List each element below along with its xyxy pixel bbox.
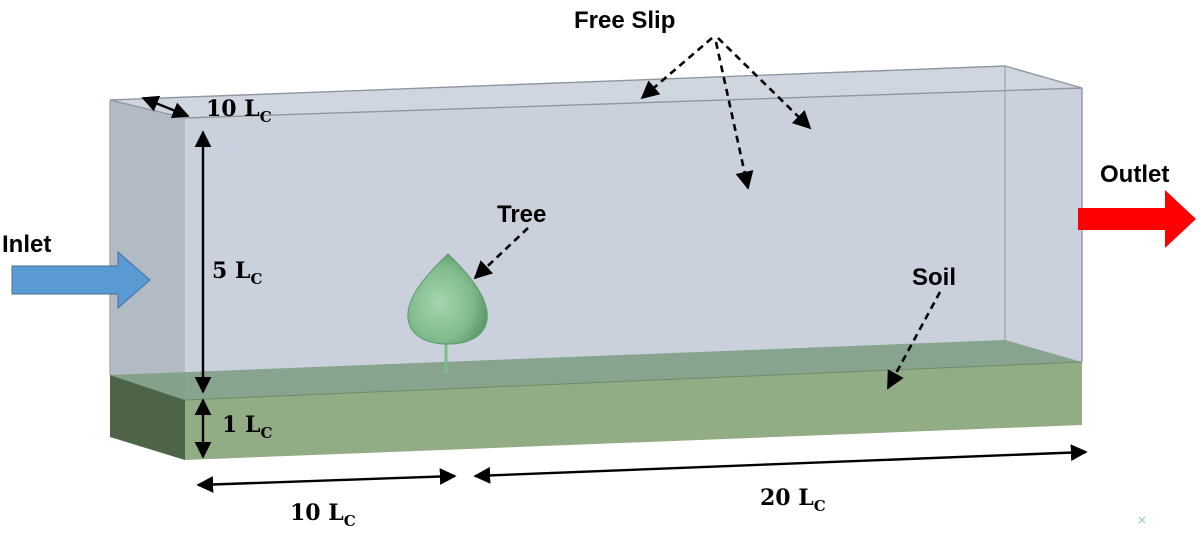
inlet-label: Inlet bbox=[2, 231, 51, 258]
soil-pointer bbox=[886, 291, 942, 390]
soil-label: Soil bbox=[912, 264, 956, 291]
tree-label: Tree bbox=[497, 201, 546, 228]
tree-pointer bbox=[473, 227, 529, 280]
tree-model bbox=[407, 253, 488, 374]
tree-canopy bbox=[407, 253, 488, 345]
inlet-arrow bbox=[11, 250, 151, 310]
soil-side-face bbox=[110, 375, 185, 460]
upstream-length-dimension-label: 10 LC bbox=[290, 500, 356, 530]
outlet-arrow bbox=[1078, 190, 1196, 248]
soil-depth-dimension-label: 1 LC bbox=[222, 412, 272, 442]
downstream-length-dimension-label: 20 LC bbox=[760, 485, 826, 515]
upstream-length-dimension-arrow bbox=[196, 468, 457, 493]
depth-dimension-label: 10 LC bbox=[206, 96, 272, 126]
downstream-length-dimension-arrow bbox=[473, 444, 1088, 484]
soil-front-edge bbox=[184, 361, 1083, 401]
free-slip-pointer-top bbox=[640, 37, 713, 100]
soil-top-face bbox=[110, 340, 1082, 400]
dimension-arrows bbox=[141, 95, 1088, 493]
depth-dimension-arrow bbox=[141, 95, 190, 119]
outlet-label: Outlet bbox=[1100, 161, 1169, 188]
free-slip-pointers bbox=[640, 37, 812, 190]
free-slip-label: Free Slip bbox=[574, 7, 675, 34]
free-slip-pointer-down bbox=[714, 41, 754, 190]
soil-front-face bbox=[185, 362, 1082, 460]
corner-mark: × bbox=[1137, 513, 1147, 527]
height-dimension-label: 5 LC bbox=[212, 258, 262, 288]
domain-left-face bbox=[110, 100, 185, 400]
domain-top-face bbox=[110, 66, 1082, 118]
free-slip-pointer-right bbox=[717, 37, 812, 130]
